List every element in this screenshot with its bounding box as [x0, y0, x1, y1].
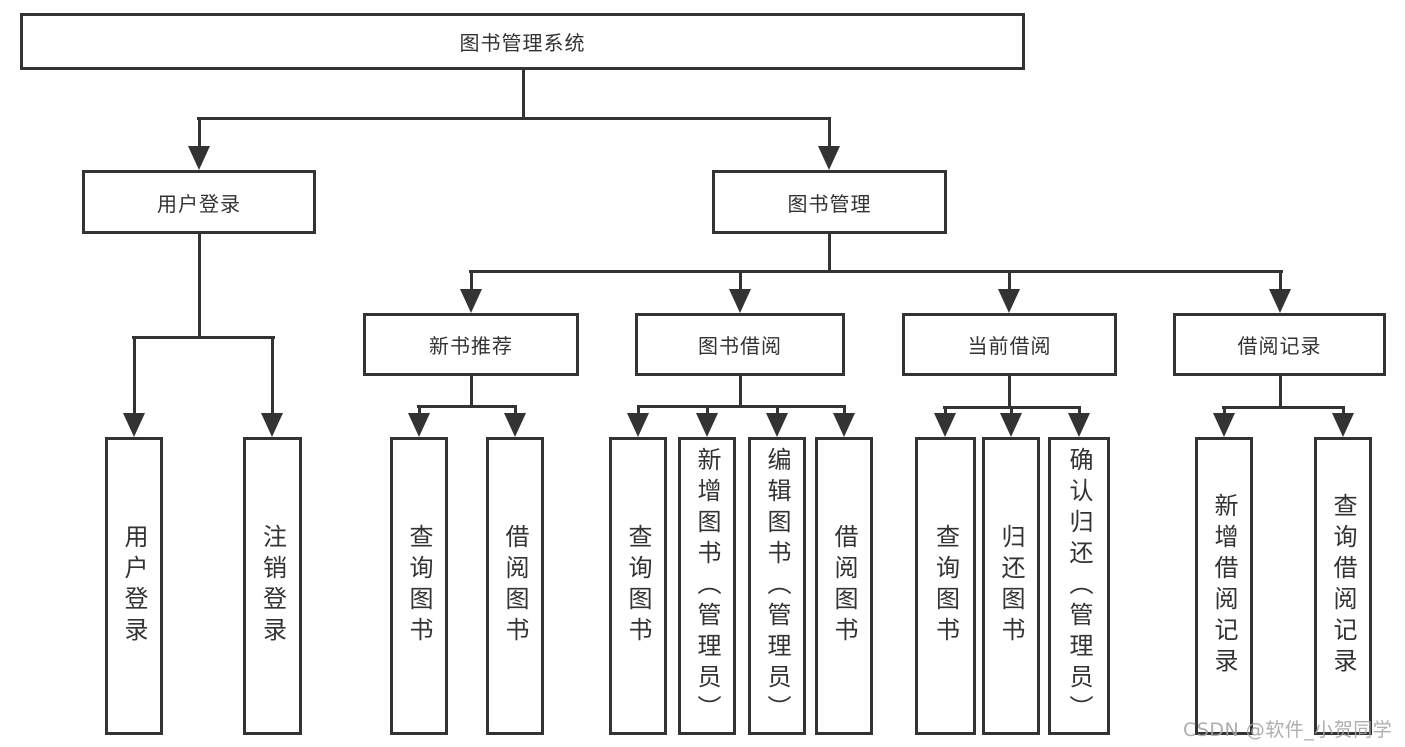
node-label: 当前借阅: [967, 334, 1052, 358]
node-user-login-branch: 用户登录: [82, 170, 316, 234]
leaf-bb-add-books-admin: 新增图书（管理员）: [678, 437, 736, 735]
connector-arrow-head: [504, 413, 526, 437]
node-label: 图书管理: [787, 191, 872, 216]
connector-arrow-head: [1213, 413, 1235, 437]
node-book-borrowing: 图书借阅: [635, 313, 845, 376]
connector-hline: [1222, 406, 1345, 409]
connector-arrow-head: [1068, 413, 1090, 437]
connector-vline: [1278, 376, 1282, 409]
connector-hline: [132, 336, 275, 339]
node-label: 查询图书: [931, 524, 960, 648]
node-label: 查询借阅记录: [1329, 493, 1357, 679]
node-new-book-recommend: 新书推荐: [363, 313, 579, 376]
leaf-logout: 注销登录: [243, 437, 302, 735]
connector-arrow-head: [833, 413, 855, 437]
node-label: 确认归还（管理员）: [1065, 446, 1093, 726]
node-label: 编辑图书（管理员）: [763, 446, 791, 726]
node-label: 用户登录: [120, 524, 148, 648]
connector-arrow-shaft: [842, 405, 846, 415]
connector-arrow-shaft: [513, 405, 517, 415]
connector-vline: [197, 234, 201, 339]
node-label: 用户登录: [157, 191, 241, 216]
connector-arrow-shaft: [469, 270, 473, 291]
connector-arrow-shaft: [636, 405, 640, 415]
leaf-cb-query-books: 查询图书: [915, 437, 976, 735]
leaf-cb-return-books: 归还图书: [982, 437, 1040, 735]
leaf-nbr-borrow-books: 借阅图书: [486, 437, 544, 735]
connector-arrow-shaft: [417, 405, 421, 415]
node-book-management-branch: 图书管理: [712, 170, 947, 234]
connector-arrow-head: [729, 289, 751, 313]
connector-arrow-head: [998, 289, 1020, 313]
connector-arrow-shaft: [775, 405, 779, 415]
connector-arrow-head: [188, 146, 210, 170]
node-current-borrowing: 当前借阅: [902, 313, 1117, 376]
leaf-bb-borrow-books: 借阅图书: [815, 437, 873, 735]
connector-arrow-head: [627, 413, 649, 437]
connector-vline: [521, 70, 525, 120]
node-label: 新书推荐: [429, 334, 513, 358]
node-label: 借阅图书: [501, 524, 529, 648]
leaf-bb-edit-books-admin: 编辑图书（管理员）: [748, 437, 806, 735]
connector-arrow-head: [934, 413, 956, 437]
leaf-nbr-query-books: 查询图书: [390, 437, 448, 735]
node-borrowing-records: 借阅记录: [1173, 313, 1386, 376]
leaf-br-add-record: 新增借阅记录: [1195, 437, 1253, 735]
connector-arrow-shaft: [827, 117, 831, 148]
node-label: 查询图书: [405, 524, 433, 648]
connector-arrow-head: [818, 146, 840, 170]
connector-vline: [1007, 376, 1011, 409]
connector-vline: [827, 234, 831, 273]
leaf-cb-confirm-return-admin: 确认归还（管理员）: [1048, 437, 1110, 735]
connector-hline: [469, 270, 1283, 273]
connector-arrow-shaft: [1077, 406, 1081, 415]
connector-arrow-shaft: [1222, 406, 1226, 415]
connector-arrow-head: [1332, 413, 1354, 437]
connector-vline: [469, 376, 473, 408]
node-label: 归还图书: [997, 524, 1025, 648]
connector-arrow-head: [696, 413, 718, 437]
connector-arrow-shaft: [270, 336, 274, 415]
connector-arrow-shaft: [132, 336, 136, 415]
connector-arrow-shaft: [1007, 270, 1011, 291]
connector-arrow-shaft: [1341, 406, 1345, 415]
leaf-bb-query-books: 查询图书: [609, 437, 667, 735]
connector-arrow-shaft: [197, 117, 201, 148]
connector-vline: [738, 376, 742, 408]
connector-arrow-head: [1000, 413, 1022, 437]
leaf-br-query-record: 查询借阅记录: [1314, 437, 1372, 735]
connector-arrow-head: [460, 289, 482, 313]
node-label: 新增图书（管理员）: [693, 446, 721, 726]
node-label: 查询图书: [624, 524, 652, 648]
connector-arrow-head: [766, 413, 788, 437]
connector-hline: [197, 117, 831, 120]
connector-hline: [417, 405, 517, 408]
watermark: CSDN @软件_小贺同学: [1183, 719, 1393, 741]
connector-arrow-head: [261, 413, 283, 437]
node-label: 图书借阅: [698, 334, 782, 358]
node-label: 借阅记录: [1237, 334, 1322, 358]
connector-arrow-shaft: [943, 406, 947, 415]
connector-arrow-shaft: [738, 270, 742, 291]
connector-arrow-head: [123, 413, 145, 437]
connector-arrow-shaft: [1009, 406, 1013, 415]
connector-arrow-shaft: [705, 405, 709, 415]
node-label: 图书管理系统: [459, 31, 586, 55]
connector-arrow-head: [1269, 289, 1291, 313]
connector-arrow-head: [408, 413, 430, 437]
connector-hline: [637, 405, 846, 408]
node-root-library-system: 图书管理系统: [20, 13, 1025, 70]
node-label: 注销登录: [258, 524, 287, 648]
node-label: 借阅图书: [830, 524, 858, 648]
node-label: 新增借阅记录: [1210, 493, 1238, 679]
connector-arrow-shaft: [1278, 270, 1282, 291]
leaf-user-login: 用户登录: [105, 437, 163, 735]
